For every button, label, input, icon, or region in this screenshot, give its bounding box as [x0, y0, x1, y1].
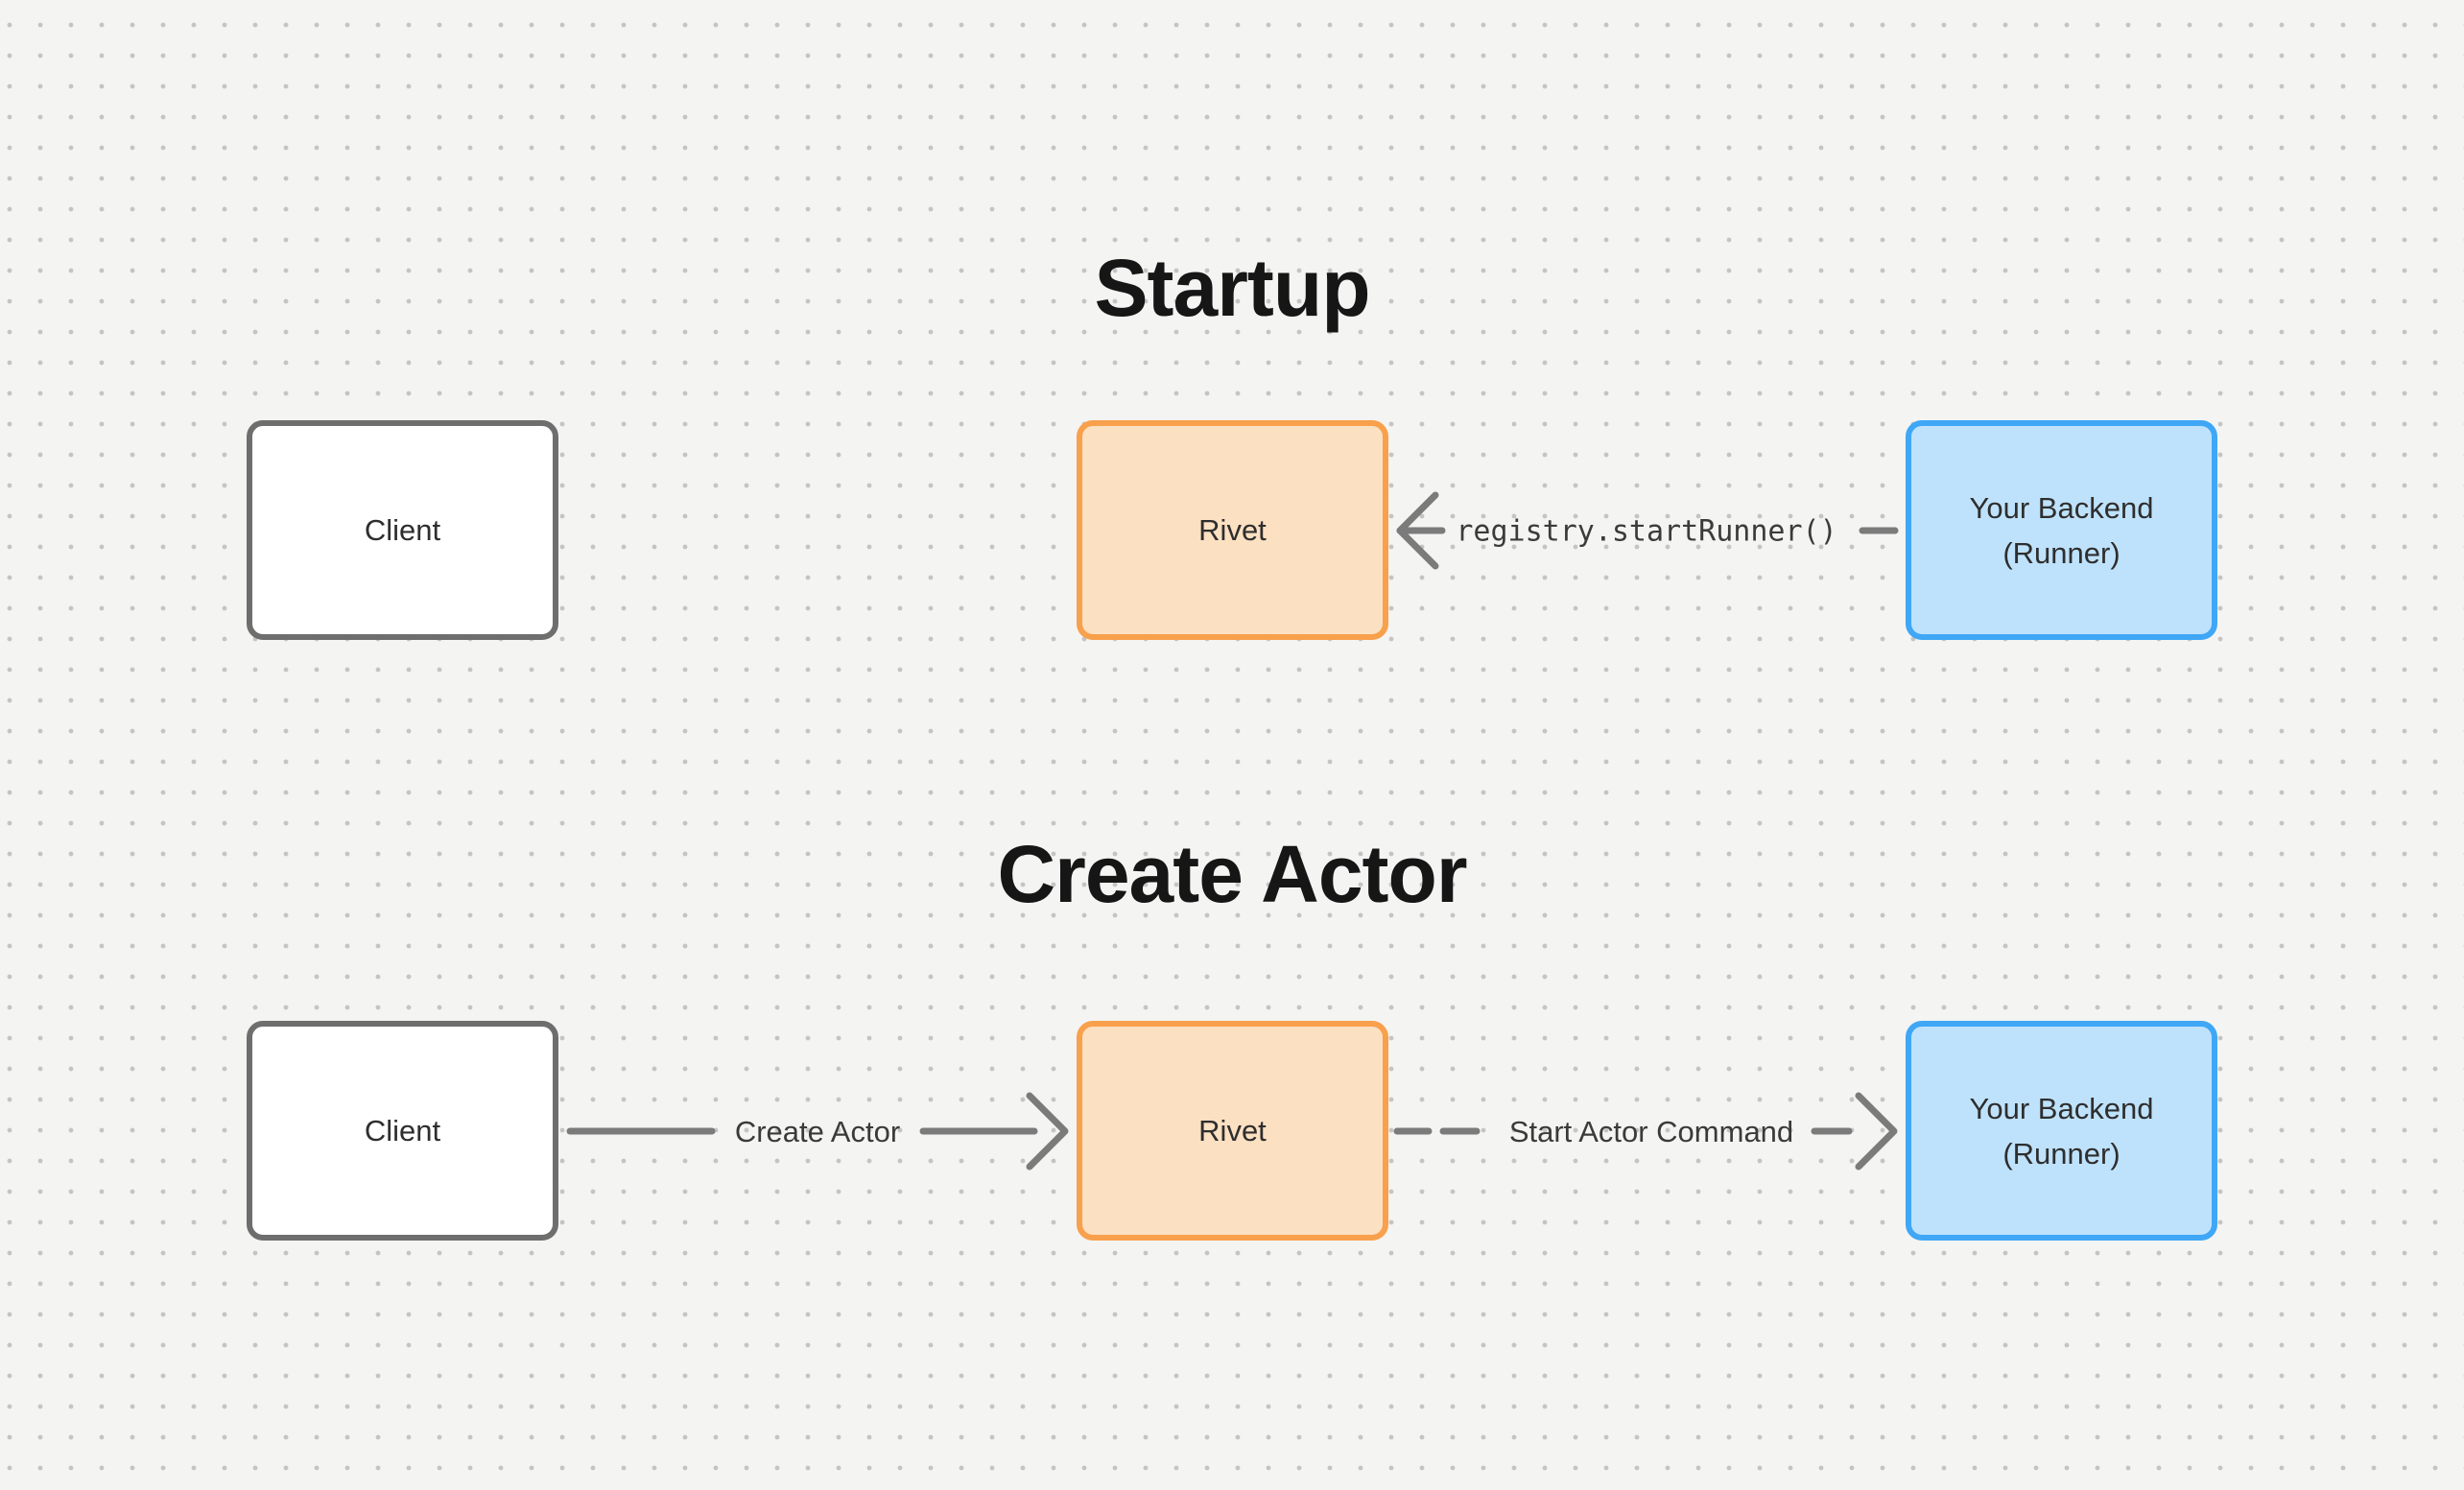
- node-backend-startup-label-line1: Your Backend: [1969, 490, 2154, 525]
- node-backend-create-actor-label: Your Backend (Runner): [1970, 1086, 2154, 1176]
- node-backend-startup-label-line2: (Runner): [2002, 535, 2120, 570]
- node-rivet-startup-label: Rivet: [1198, 513, 1267, 547]
- node-client-create-actor: Client: [247, 1021, 558, 1241]
- edge-label-create-actor: Create Actor: [734, 1115, 901, 1148]
- node-backend-create-actor-label-line2: (Runner): [2002, 1136, 2120, 1171]
- node-rivet-create-actor: Rivet: [1077, 1021, 1388, 1241]
- edge-label-start-actor-command: Start Actor Command: [1508, 1115, 1794, 1148]
- section-title-create-actor: Create Actor: [997, 829, 1467, 919]
- node-backend-create-actor: Your Backend (Runner): [1906, 1021, 2217, 1241]
- node-client-create-actor-label: Client: [364, 1114, 441, 1147]
- node-rivet-startup: Rivet: [1077, 420, 1388, 640]
- edge-label-registry-start-runner: registry.startRunner(): [1456, 514, 1837, 549]
- section-title-startup: Startup: [1094, 243, 1371, 333]
- arrowhead-left-icon: [1396, 491, 1439, 570]
- arrowhead-right-icon: [1855, 1092, 1898, 1171]
- node-backend-startup-label: Your Backend (Runner): [1970, 485, 2154, 576]
- node-client-startup: Client: [247, 420, 558, 640]
- node-client-startup-label: Client: [364, 513, 441, 547]
- node-rivet-create-actor-label: Rivet: [1198, 1114, 1267, 1147]
- node-backend-create-actor-label-line1: Your Backend: [1969, 1091, 2154, 1125]
- arrowhead-right-icon: [1026, 1092, 1069, 1171]
- node-backend-startup: Your Backend (Runner): [1906, 420, 2217, 640]
